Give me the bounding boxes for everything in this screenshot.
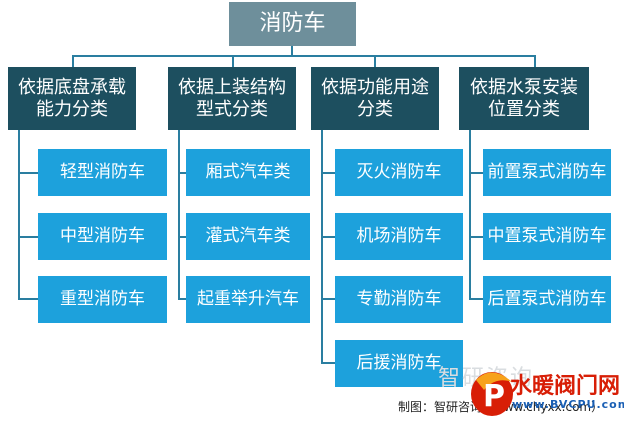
leaf-van-type: 厢式汽车类 xyxy=(186,149,310,196)
site-logo-icon: P xyxy=(471,372,513,416)
group-4-branch-1 xyxy=(469,172,483,174)
group-3-spine xyxy=(321,130,323,363)
leaf-airport-fire-truck: 机场消防车 xyxy=(335,213,463,260)
category-3-connector xyxy=(374,55,376,67)
leaf-mid-pump: 中置泵式消防车 xyxy=(483,213,611,260)
category-4-connector xyxy=(534,55,536,67)
group-3-branch-3 xyxy=(321,298,335,300)
group-2-branch-2 xyxy=(178,236,186,238)
leaf-light-fire-truck: 轻型消防车 xyxy=(38,149,167,196)
category-node-body-structure: 依据上装结构型式分类 xyxy=(168,67,296,130)
group-1-branch-2 xyxy=(18,236,38,238)
group-1-spine xyxy=(18,130,20,299)
group-4-spine xyxy=(469,130,471,299)
leaf-front-pump: 前置泵式消防车 xyxy=(483,149,611,196)
group-2-branch-1 xyxy=(178,172,186,174)
category-1-connector xyxy=(72,55,74,67)
root-connector-vertical xyxy=(291,46,293,56)
category-node-pump-position: 依据水泵安装位置分类 xyxy=(459,67,589,130)
category-2-connector xyxy=(232,55,234,67)
category-node-function: 依据功能用途分类 xyxy=(311,67,439,130)
logo-url: www.BVCPU.com xyxy=(512,398,624,411)
group-1-branch-1 xyxy=(18,172,38,174)
group-3-branch-1 xyxy=(321,172,335,174)
group-4-branch-2 xyxy=(469,236,483,238)
leaf-heavy-fire-truck: 重型消防车 xyxy=(38,276,167,323)
leaf-tank-type: 灌式汽车类 xyxy=(186,213,310,260)
logo-letter: P xyxy=(483,379,505,414)
group-1-branch-3 xyxy=(18,298,38,300)
root-node: 消防车 xyxy=(229,2,356,46)
root-connector-horizontal xyxy=(72,55,536,57)
leaf-aerial-lift: 起重举升汽车 xyxy=(186,276,310,323)
group-4-branch-3 xyxy=(469,298,483,300)
group-3-branch-2 xyxy=(321,236,335,238)
leaf-medium-fire-truck: 中型消防车 xyxy=(38,213,167,260)
group-2-branch-3 xyxy=(178,298,186,300)
group-3-branch-4 xyxy=(321,362,335,364)
leaf-rear-pump: 后置泵式消防车 xyxy=(483,276,611,323)
leaf-special-service-truck: 专勤消防车 xyxy=(335,276,463,323)
leaf-firefighting-truck: 灭火消防车 xyxy=(335,149,463,196)
logo-name: 水暖阀门网 xyxy=(510,374,621,399)
group-2-spine xyxy=(178,130,180,299)
leaf-support-fire-truck: 后援消防车 xyxy=(335,340,463,387)
category-node-chassis: 依据底盘承载能力分类 xyxy=(8,67,136,130)
